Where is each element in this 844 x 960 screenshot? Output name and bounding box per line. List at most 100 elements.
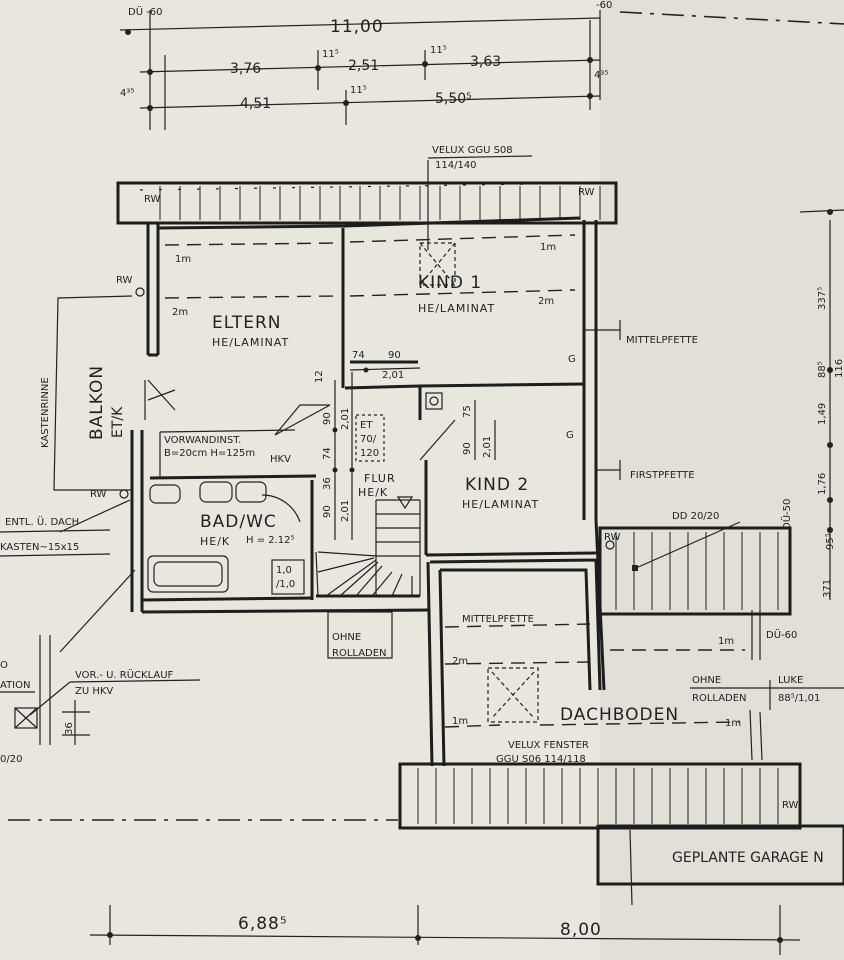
velux-top-text: VELUX GGU S08 [432, 145, 513, 156]
room-bad: VORWANDINST. B=20cm H=125m HKV BAD/WC HE… [147, 429, 305, 595]
dim-bottom-right: 8,00 [560, 920, 602, 940]
bad-floor: HE/K [200, 535, 230, 548]
inner-9: 2,01 [340, 500, 351, 522]
eltern-name: ELTERN [212, 313, 282, 333]
o-mark: O [0, 660, 8, 671]
dim-bottom-left: 6,88⁵ [238, 914, 288, 934]
inner-5: 2,01 [340, 408, 351, 430]
dim-row2-2: 5,50⁵ [435, 91, 472, 107]
dachboden-m1c: 1m [725, 718, 741, 729]
inner-12: 2,01 [482, 436, 493, 458]
rw-bottom: RW [782, 800, 799, 811]
ohne-rolladen-2-1: ROLLADEN [692, 693, 747, 704]
dachboden-m1b: 1m [718, 636, 734, 647]
luke-size: 88⁵/1,01 [778, 693, 820, 704]
room-kind1: 1m 2m KIND 1 HE/LAMINAT [418, 242, 556, 315]
shower-box-1: /1,0 [276, 579, 295, 590]
paper-shadow [600, 0, 844, 960]
kind2-floor: HE/LAMINAT [462, 498, 539, 511]
inner-3: 12 [314, 370, 325, 383]
ohne-rolladen-1-1: ROLLADEN [332, 648, 387, 659]
right-dim-6: 116 [834, 359, 844, 378]
right-roof-piece: DD 20/20 RW [598, 511, 792, 616]
balcony: BALKON ET/K KASTENRINNE RW RW [40, 275, 176, 500]
geplante-garage: GEPLANTE GARAGE N [672, 850, 824, 866]
bad-name: BAD/WC [200, 512, 277, 532]
right-dim-4: 95⁵ [825, 533, 836, 550]
et-box-0: ET [360, 420, 373, 431]
kastenrinne: KASTENRINNE [40, 377, 51, 448]
kind2-g: G [566, 430, 574, 441]
flur-floor: HE/K [358, 486, 388, 499]
ation-label: ATION [0, 680, 30, 691]
velux-bottom: VELUX FENSTER [508, 740, 589, 751]
zu-hkv-label: ZU HKV [75, 686, 113, 697]
right-dim-3: 1,76 [817, 473, 828, 495]
ohne-rolladen-2-0: OHNE [692, 675, 721, 686]
room-kind2: KIND 2 HE/LAMINAT G G [419, 354, 576, 511]
inner-1: 90 [388, 350, 401, 361]
right-dim-2: 1,49 [817, 403, 828, 425]
dim-row1-2: 2,51 [348, 58, 379, 74]
right-dim-1: 88⁵ [817, 361, 828, 378]
mittelpfette-right: MITTELPFETTE [626, 335, 698, 346]
top-dimensions: DÜ -60 -60 11,00 3,76 11⁵ 2,51 11⁵ 3,63 … [119, 0, 844, 130]
bottom-dimensions: 6,88⁵ 8,00 [89, 905, 801, 955]
rw-balkon-bottom: RW [90, 489, 107, 500]
room-eltern: 1m 2m ELTERN HE/LAMINAT [172, 254, 289, 349]
rw-right: RW [604, 532, 621, 543]
d020-label: 0/20 [0, 754, 22, 765]
dim-row1-4: 3,63 [470, 54, 501, 70]
top-ue-right: -60 [596, 0, 612, 11]
top-ue-left: DÜ -60 [128, 5, 163, 18]
velux-bottom-size: GGU S06 114/118 [496, 754, 586, 765]
eave-strip-top: RW RW [116, 181, 618, 225]
rw-balkon-top: RW [116, 275, 133, 286]
flur-name: FLUR [364, 472, 396, 485]
vorwand-size: B=20cm H=125m [164, 448, 255, 459]
inner-2: 2,01 [382, 370, 404, 381]
dachboden-m1: 1m [452, 716, 468, 727]
left-annotations: ENTL. Ü. DACH KASTEN~15x15 O ATION 0/20 … [0, 499, 201, 765]
bad-height: H = 2.12⁵ [246, 535, 295, 546]
ohne-rolladen-1: OHNE ROLLADEN [327, 611, 393, 659]
room-dachboden: MITTELPFETTE 2m 1m 1m 1m DACHBODEN VELUX… [452, 610, 844, 765]
vorwand-label: VORWANDINST. [164, 435, 241, 446]
kind1-g: G [568, 354, 576, 365]
ohne-rolladen-1-0: OHNE [332, 632, 361, 643]
rw-top-left: RW [144, 194, 161, 205]
eltern-floor: HE/LAMINAT [212, 336, 289, 349]
kind1-m2: 2m [538, 296, 554, 307]
dachboden-m2: 2m [452, 656, 468, 667]
kind2-name: KIND 2 [465, 475, 529, 495]
vorlauf-label: VOR.- U. RÜCKLAUF [75, 668, 174, 681]
kind1-floor: HE/LAMINAT [418, 302, 495, 315]
right-dim-0: 337⁵ [817, 287, 828, 310]
et-box-2: 120 [360, 448, 379, 459]
dim-row2-1: 11⁵ [350, 85, 367, 96]
d36-label: 36 [64, 722, 75, 735]
inner-8: 90 [322, 505, 333, 518]
inner-6: 74 [322, 447, 333, 460]
height-lines [164, 234, 745, 728]
dim-top-overall: 11,00 [330, 17, 384, 37]
kasten-label: KASTEN~15x15 [0, 542, 79, 553]
balkon-name: BALKON [87, 365, 107, 440]
rw-top-right: RW [578, 187, 595, 198]
dim-row2-0: 4,51 [240, 96, 271, 112]
dim-row1-edge-left: 4³⁵ [120, 88, 134, 99]
balkon-floor: ET/K [110, 406, 126, 438]
hkv-label: HKV [270, 454, 291, 465]
right-ue: DÜ-50 [780, 499, 793, 530]
inner-4: 90 [322, 412, 333, 425]
eltern-m1: 1m [175, 254, 191, 265]
inner-11: 90 [462, 442, 473, 455]
walls [130, 216, 606, 767]
et-box-1: 70/ [360, 434, 377, 445]
kind1-m1: 1m [540, 242, 556, 253]
dim-row1-0: 3,76 [230, 61, 261, 77]
inner-0: 74 [352, 350, 365, 361]
eave-strip-bottom: RW GEPLANTE GARAGE N [8, 762, 844, 906]
luke-label: LUKE [778, 675, 803, 686]
